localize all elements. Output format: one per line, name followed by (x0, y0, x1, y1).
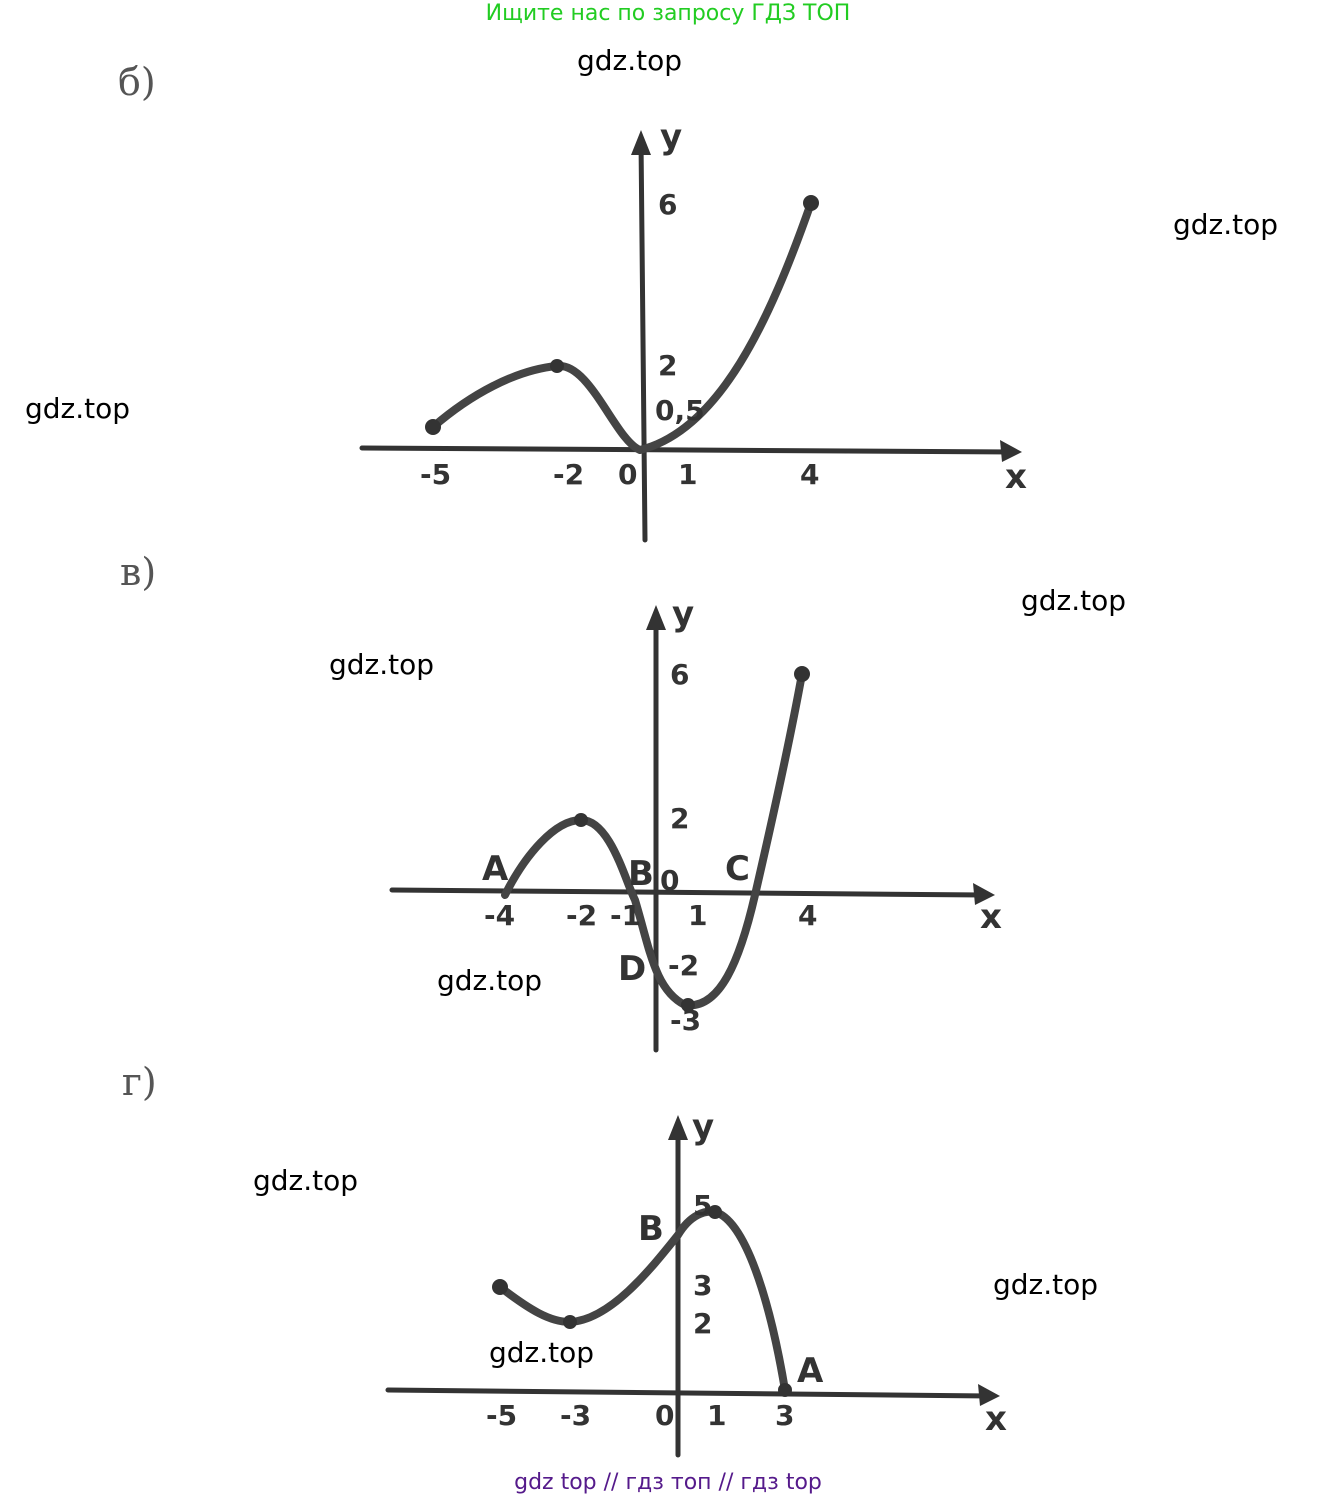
watermark: gdz.top (25, 392, 131, 425)
x-axis-arrow (973, 883, 995, 905)
y-tick-label: 3 (693, 1269, 712, 1302)
max-point (574, 813, 588, 827)
point-a (778, 1383, 792, 1397)
watermark: gdz.top (253, 1164, 359, 1197)
watermark: gdz.top (489, 1336, 595, 1369)
x-tick-label: -2 (566, 899, 597, 932)
y-axis-arrow (631, 130, 651, 155)
y-tick-label: 0 (660, 864, 679, 897)
x-axis-label: x (980, 897, 1002, 937)
y-tick-label: -3 (670, 1004, 701, 1037)
point-label-a: A (482, 849, 509, 889)
function-curve (496, 1207, 789, 1394)
y-axis-arrow (646, 605, 666, 630)
x-tick-label: 0 (618, 458, 637, 491)
point-label-d: D (618, 949, 646, 989)
min-point (681, 998, 695, 1012)
y-tick-label: -2 (668, 949, 699, 982)
watermark: gdz.top (329, 648, 435, 681)
x-tick-label: 3 (775, 1399, 794, 1432)
y-axis-label: y (692, 1107, 714, 1147)
y-axis-label: y (672, 594, 694, 634)
x-tick-label: 4 (800, 458, 819, 491)
top-banner[interactable]: Ищите нас по запросу ГДЗ ТОП (485, 1, 851, 26)
min-point (563, 1315, 577, 1329)
endpoint (425, 419, 441, 435)
y-tick-label: 0,5 (655, 394, 705, 427)
watermark: gdz.top (437, 964, 543, 997)
y-tick-label: 2 (658, 349, 677, 382)
endpoint (803, 195, 819, 211)
part-label-g: г) (122, 1060, 157, 1104)
x-tick-label: -5 (420, 458, 451, 491)
x-axis (385, 1387, 993, 1399)
y-tick-label: 2 (693, 1307, 712, 1340)
y-axis-arrow (668, 1115, 688, 1140)
endpoint (794, 666, 810, 682)
y-tick-label: 5 (693, 1189, 712, 1222)
part-label-v: в) (120, 550, 157, 594)
y-tick-label: 6 (670, 658, 689, 691)
max-point (550, 359, 564, 373)
x-tick-label: 1 (678, 458, 697, 491)
point-label-c: C (725, 849, 750, 889)
max-point (708, 1205, 722, 1219)
watermark: gdz.top (577, 44, 683, 77)
point-label-b: B (628, 854, 654, 894)
footer-links[interactable]: gdz top // гдз топ // гдз top (514, 1470, 822, 1495)
watermark: gdz.top (993, 1268, 1099, 1301)
x-axis-label: x (1005, 457, 1027, 497)
x-tick-label: 1 (688, 899, 707, 932)
x-tick-label: 0 (655, 1399, 674, 1432)
x-axis-label: x (985, 1399, 1007, 1439)
x-axis-arrow (1000, 440, 1022, 462)
y-tick-label: 2 (670, 802, 689, 835)
x-tick-label: -1 (610, 899, 641, 932)
x-axis (359, 445, 1018, 455)
y-axis (638, 137, 648, 543)
watermark: gdz.top (1173, 208, 1279, 241)
point-label-b: B (638, 1209, 664, 1249)
x-tick-label: -4 (484, 899, 515, 932)
y-tick-label: 6 (658, 188, 677, 221)
x-axis (389, 887, 988, 898)
x-tick-label: -5 (486, 1399, 517, 1432)
x-tick-label: 4 (798, 899, 817, 932)
y-axis-label: y (660, 117, 682, 157)
endpoint (492, 1279, 508, 1295)
x-axis-arrow (978, 1384, 1000, 1406)
function-curve (429, 199, 815, 454)
point-label-a: A (797, 1351, 824, 1391)
part-label-b: б) (118, 60, 156, 104)
x-tick-label: -2 (553, 458, 584, 491)
watermark: gdz.top (1021, 584, 1127, 617)
x-tick-label: 1 (707, 1399, 726, 1432)
x-tick-label: -3 (560, 1399, 591, 1432)
